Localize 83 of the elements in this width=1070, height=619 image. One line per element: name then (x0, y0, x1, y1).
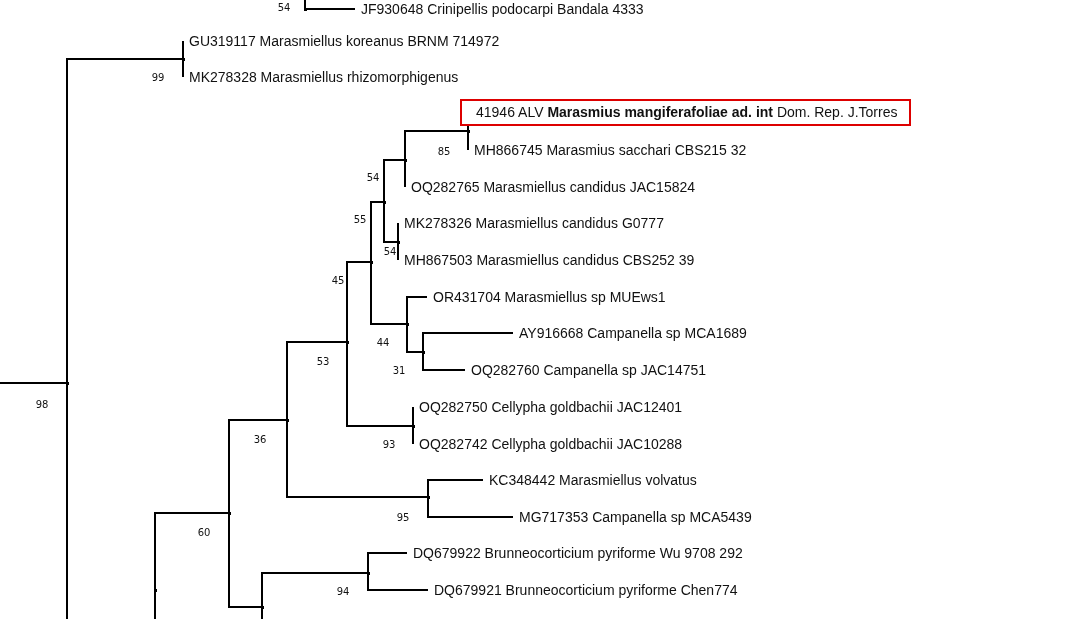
bootstrap-value: 99 (151, 72, 165, 84)
tree-branch (370, 201, 385, 263)
bootstrap-value: 98 (35, 399, 49, 411)
taxon-label: DQ679921 Brunneocorticium pyriforme Chen774 (428, 581, 738, 599)
tree-branch (467, 130, 469, 151)
bootstrap-value: 31 (392, 365, 406, 377)
branch-node (260, 605, 264, 609)
branch-node (345, 340, 349, 344)
branch-node (382, 200, 386, 204)
taxon-label: OQ282742 Cellypha goldbachii JAC10288 (413, 435, 683, 453)
taxon-label: MH866745 Marasmius sacchari CBS215 32 (468, 141, 747, 159)
tree-branch (154, 589, 156, 619)
branch-node (366, 571, 370, 575)
tree-branch (0, 382, 68, 384)
branch-node (426, 495, 430, 499)
tree-branch (406, 323, 424, 353)
branch-node (396, 240, 400, 244)
branch-node (285, 418, 289, 422)
tree-branch (406, 296, 428, 325)
bootstrap-value: 95 (396, 512, 410, 524)
tree-branch (154, 512, 230, 591)
branch-node (421, 350, 425, 354)
tree-branch (404, 130, 469, 161)
tree-branch (286, 341, 348, 421)
bootstrap-value: 44 (376, 337, 390, 349)
branch-node (227, 511, 231, 515)
tree-branch (261, 606, 263, 619)
bootstrap-value: 36 (253, 434, 267, 446)
tree-branch (182, 40, 184, 60)
taxon-label: DQ679922 Brunneocorticium pyriforme Wu 9708 292 (407, 544, 743, 562)
taxon-label: JF930648 Crinipellis podocarpi Bandala 4333 (355, 0, 644, 18)
tree-branch (304, 8, 356, 10)
taxon-label: OQ282760 Campanella sp JAC14751 (465, 361, 707, 379)
tree-branch (427, 479, 484, 498)
tree-branch (261, 572, 369, 608)
bootstrap-value: 54 (383, 246, 397, 258)
tree-branch (228, 512, 263, 608)
bootstrap-value: 54 (366, 172, 380, 184)
tree-branch (66, 58, 184, 384)
branch-node (405, 322, 409, 326)
branch-node (181, 57, 185, 61)
tree-branch (286, 419, 429, 498)
bootstrap-value: 94 (336, 586, 350, 598)
bootstrap-value: 53 (316, 356, 330, 368)
branch-node (65, 381, 69, 385)
tree-branch (383, 201, 399, 243)
branch-node (303, 7, 307, 11)
taxon-label: GU319117 Marasmiellus koreanus BRNM 714972 (183, 32, 500, 50)
bootstrap-value: 60 (197, 527, 211, 539)
tree-branch (346, 261, 372, 343)
taxon-label: MK278326 Marasmiellus candidus G0777 (398, 214, 664, 232)
tree-branch (383, 159, 406, 203)
tree-branch (404, 159, 406, 188)
tree-branch (367, 572, 429, 591)
tree-branch (412, 406, 414, 427)
taxon-label: MH867503 Marasmiellus candidus CBS252 39 (398, 251, 695, 269)
bootstrap-value: 55 (353, 214, 367, 226)
taxon-label: MK278328 Marasmiellus rhizomorphigenus (183, 68, 459, 86)
bootstrap-value: 45 (331, 275, 345, 287)
bootstrap-value: 85 (437, 146, 451, 158)
tree-branch (427, 496, 514, 518)
branch-node (403, 158, 407, 162)
branch-node (466, 129, 470, 133)
taxon-label: KC348442 Marasmiellus volvatus (483, 471, 697, 489)
tree-branch (304, 0, 306, 10)
tree-branch (66, 382, 68, 619)
bootstrap-value: 93 (382, 439, 396, 451)
taxon-label: OQ282765 Marasmiellus candidus JAC15824 (405, 178, 696, 196)
taxon-label: MG717353 Campanella sp MCA5439 (513, 508, 752, 526)
tree-branch (367, 552, 408, 574)
branch-node (369, 260, 373, 264)
tree-branch (422, 332, 514, 353)
taxon-label: OQ282750 Cellypha goldbachii JAC12401 (413, 398, 683, 416)
taxon-label: AY916668 Campanella sp MCA1689 (513, 324, 747, 342)
tree-branch (370, 261, 408, 325)
highlighted-taxon-label: 41946 ALV Marasmius mangiferafoliae ad. int Dom. Rep. J.Torres (460, 99, 912, 126)
bootstrap-value: 54 (277, 2, 291, 14)
branch-node (411, 424, 415, 428)
tree-branch (422, 351, 466, 371)
tree-branch (397, 222, 399, 243)
taxon-label: OR431704 Marasmiellus sp MUEws1 (427, 288, 666, 306)
tree-branch (228, 419, 288, 514)
tree-branch (346, 341, 414, 427)
